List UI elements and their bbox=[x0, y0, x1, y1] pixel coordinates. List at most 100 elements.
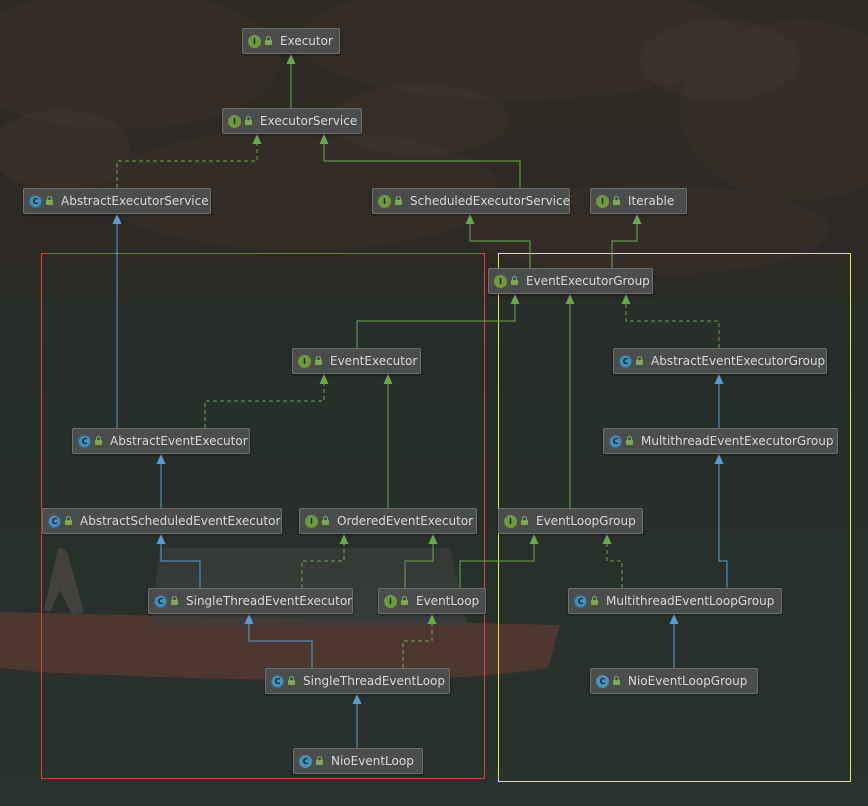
node-label: EventLoop bbox=[416, 594, 480, 608]
public-access-icon bbox=[612, 196, 621, 206]
abstract-class-icon: C bbox=[271, 674, 284, 688]
abstract-class-icon: C bbox=[619, 354, 632, 368]
public-access-icon bbox=[510, 276, 519, 286]
public-access-icon bbox=[64, 516, 73, 526]
edge-event-loop-to-ordered-event-executor bbox=[404, 534, 438, 588]
arrowhead bbox=[428, 534, 438, 544]
arrowhead bbox=[714, 454, 724, 464]
edge-abstract-executor-service-to-executor-service bbox=[116, 134, 262, 188]
public-access-icon bbox=[590, 596, 599, 606]
edge-single-thread-event-loop-to-event-loop bbox=[402, 614, 437, 668]
edge-event-loop-to-event-loop-group bbox=[459, 534, 539, 588]
public-access-icon bbox=[612, 676, 621, 686]
node-single-thread-event-executor[interactable]: C SingleThreadEventExecutor bbox=[148, 588, 353, 614]
arrowhead bbox=[156, 534, 166, 544]
abstract-class-icon: C bbox=[29, 194, 42, 208]
edge-scheduled-executor-service-to-executor-service bbox=[319, 134, 521, 188]
interface-icon: I bbox=[298, 354, 311, 368]
edge-ordered-event-executor-to-event-executor bbox=[383, 374, 393, 508]
edge-single-thread-event-loop-to-single-thread-event-executor bbox=[244, 614, 313, 668]
public-access-icon bbox=[400, 596, 409, 606]
public-access-icon bbox=[94, 436, 103, 446]
public-access-icon bbox=[315, 756, 324, 766]
edge-event-executor-to-event-executor-group bbox=[356, 294, 520, 348]
node-event-loop-group[interactable]: I EventLoopGroup bbox=[498, 508, 643, 534]
interface-icon: I bbox=[504, 514, 517, 528]
arrowhead bbox=[621, 294, 631, 304]
abstract-class-icon: C bbox=[574, 594, 587, 608]
node-label: SingleThreadEventExecutor bbox=[186, 594, 353, 608]
node-event-executor[interactable]: I EventExecutor bbox=[292, 348, 421, 374]
public-access-icon bbox=[45, 196, 54, 206]
public-access-icon bbox=[635, 356, 644, 366]
arrowhead bbox=[427, 614, 437, 624]
arrowhead bbox=[352, 694, 362, 704]
node-label: OrderedEventExecutor bbox=[337, 514, 474, 528]
abstract-class-icon: C bbox=[48, 514, 61, 528]
node-label: AbstractEventExecutorGroup bbox=[651, 354, 826, 368]
node-event-loop[interactable]: I EventLoop bbox=[378, 588, 486, 614]
edge-nio-event-loop-group-to-multithread-event-loop-group bbox=[669, 614, 679, 668]
node-abstract-executor-service[interactable]: C AbstractExecutorService bbox=[23, 188, 211, 214]
class-icon: C bbox=[596, 674, 609, 688]
edge-abstract-event-executor-to-event-executor bbox=[204, 374, 329, 428]
node-label: Executor bbox=[280, 34, 333, 48]
abstract-class-icon: C bbox=[154, 594, 167, 608]
public-access-icon bbox=[287, 676, 296, 686]
node-multithread-event-loop-group[interactable]: C MultithreadEventLoopGroup bbox=[568, 588, 782, 614]
public-access-icon bbox=[314, 356, 323, 366]
node-label: AbstractExecutorService bbox=[61, 194, 209, 208]
node-label: NioEventLoopGroup bbox=[628, 674, 748, 688]
arrowhead bbox=[339, 534, 349, 544]
node-label: SingleThreadEventLoop bbox=[303, 674, 446, 688]
public-access-icon bbox=[625, 436, 634, 446]
node-nio-event-loop-group[interactable]: C NioEventLoopGroup bbox=[590, 668, 758, 694]
edge-event-executor-group-to-scheduled-executor-service bbox=[465, 214, 531, 268]
arrowhead bbox=[286, 54, 296, 64]
interface-icon: I bbox=[378, 194, 391, 208]
node-abstract-event-executor-group[interactable]: C AbstractEventExecutorGroup bbox=[613, 348, 827, 374]
node-multithread-event-executor-group[interactable]: C MultithreadEventExecutorGroup bbox=[603, 428, 838, 454]
edge-single-thread-event-executor-to-abstract-scheduled-event-executor bbox=[156, 534, 201, 588]
node-label: AbstractEventExecutor bbox=[110, 434, 248, 448]
node-label: ExecutorService bbox=[260, 114, 358, 128]
node-label: MultithreadEventLoopGroup bbox=[606, 594, 775, 608]
abstract-class-icon: C bbox=[609, 434, 622, 448]
node-label: AbstractScheduledEventExecutor bbox=[80, 514, 281, 528]
edge-abstract-event-executor-to-abstract-executor-service bbox=[112, 214, 122, 428]
node-scheduled-executor-service[interactable]: I ScheduledExecutorService bbox=[372, 188, 570, 214]
class-icon: C bbox=[299, 754, 312, 768]
interface-icon: I bbox=[248, 34, 261, 48]
arrowhead bbox=[383, 374, 393, 384]
arrowhead bbox=[156, 454, 166, 464]
edge-abstract-scheduled-event-executor-to-abstract-event-executor bbox=[156, 454, 166, 508]
edge-nio-event-loop-to-single-thread-event-loop bbox=[352, 694, 362, 748]
node-executor[interactable]: I Executor bbox=[242, 28, 340, 54]
arrowhead bbox=[669, 614, 679, 624]
arrowhead bbox=[529, 534, 539, 544]
interface-icon: I bbox=[596, 194, 609, 208]
edge-single-thread-event-executor-to-ordered-event-executor bbox=[301, 534, 349, 588]
arrowhead bbox=[244, 614, 254, 624]
node-label: EventLoopGroup bbox=[536, 514, 636, 528]
edge-multithread-event-loop-group-to-event-loop-group bbox=[602, 534, 623, 588]
public-access-icon bbox=[321, 516, 330, 526]
node-label: EventExecutor bbox=[330, 354, 418, 368]
node-single-thread-event-loop[interactable]: C SingleThreadEventLoop bbox=[265, 668, 450, 694]
public-access-icon bbox=[244, 116, 253, 126]
node-label: MultithreadEventExecutorGroup bbox=[641, 434, 834, 448]
node-label: ScheduledExecutorService bbox=[410, 194, 570, 208]
interface-icon: I bbox=[384, 594, 397, 608]
node-abstract-scheduled-event-executor[interactable]: C AbstractScheduledEventExecutor bbox=[42, 508, 282, 534]
edge-multithread-event-loop-group-to-multithread-event-executor-group bbox=[714, 454, 728, 588]
arrowhead bbox=[112, 214, 122, 224]
node-label: EventExecutorGroup bbox=[526, 274, 650, 288]
